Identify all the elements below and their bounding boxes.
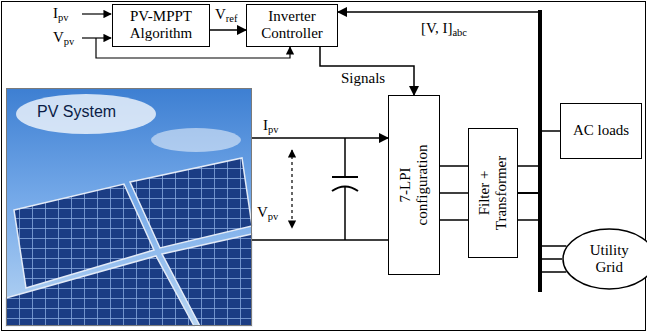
- connector-label: Signals: [340, 70, 386, 87]
- signal-label: Ipv: [52, 5, 70, 22]
- connector: [518, 131, 560, 193]
- inverter-box: 7-LPI configuration: [388, 95, 440, 275]
- signal-label: Vpv: [52, 29, 75, 46]
- capacitor-symbol: [332, 176, 358, 178]
- symbol-main: [V, I]: [421, 20, 452, 36]
- sky: [6, 88, 252, 326]
- node-text: Inverter Controller: [251, 8, 333, 43]
- cloud: [151, 128, 241, 152]
- connector: [518, 166, 566, 272]
- symbol-subscript: pv: [268, 124, 279, 135]
- connector: [320, 47, 414, 96]
- voltage-arrow: [291, 150, 292, 228]
- grid-circle: Utility Grid: [562, 228, 647, 290]
- node-text: 7-LPI configuration: [397, 130, 432, 240]
- signal-label: Vpv: [256, 204, 279, 221]
- connector: [440, 166, 468, 220]
- node-text: Filter + Transformer: [476, 147, 511, 239]
- load-box: AC loads: [560, 103, 642, 159]
- dc-wire: [252, 239, 388, 241]
- filter-box: Filter + Transformer: [468, 128, 518, 258]
- cloud: [16, 94, 156, 134]
- symbol-subscript: abc: [452, 27, 467, 38]
- pv-panel: PV System: [6, 88, 252, 326]
- solar-panel: [130, 158, 252, 248]
- connector-label: Vref: [214, 6, 239, 23]
- symbol-main: I: [53, 5, 58, 21]
- connector-label: Ipv: [262, 117, 280, 134]
- capacitor-symbol: [344, 186, 346, 240]
- connector-label: [V, I]abc: [420, 20, 468, 37]
- input-arrow: [82, 13, 111, 14]
- symbol-main: I: [263, 117, 268, 133]
- connector: [210, 29, 246, 31]
- symbol-main: V: [53, 29, 64, 45]
- node-text: PV-MPPT Algorithm: [117, 8, 205, 43]
- solar-panel: [6, 256, 194, 326]
- symbol-subscript: pv: [64, 36, 75, 47]
- pv-illustration: [6, 88, 252, 326]
- symbol-subscript: pv: [58, 12, 69, 23]
- symbol-subscript: pv: [268, 211, 279, 222]
- solar-panel: [162, 234, 252, 326]
- capacitor-symbol: [344, 138, 346, 177]
- symbol-subscript: ref: [226, 13, 238, 24]
- node-text: AC loads: [573, 122, 629, 139]
- symbol-main: V: [215, 6, 226, 22]
- ellipse-outline: [563, 229, 647, 289]
- symbol-main: V: [257, 204, 268, 220]
- node-text: Utility Grid: [575, 242, 643, 277]
- node-text: PV System: [37, 103, 116, 121]
- process-box: PV-MPPT Algorithm: [112, 4, 210, 47]
- controller-box: Inverter Controller: [246, 4, 338, 47]
- connector: [252, 137, 388, 139]
